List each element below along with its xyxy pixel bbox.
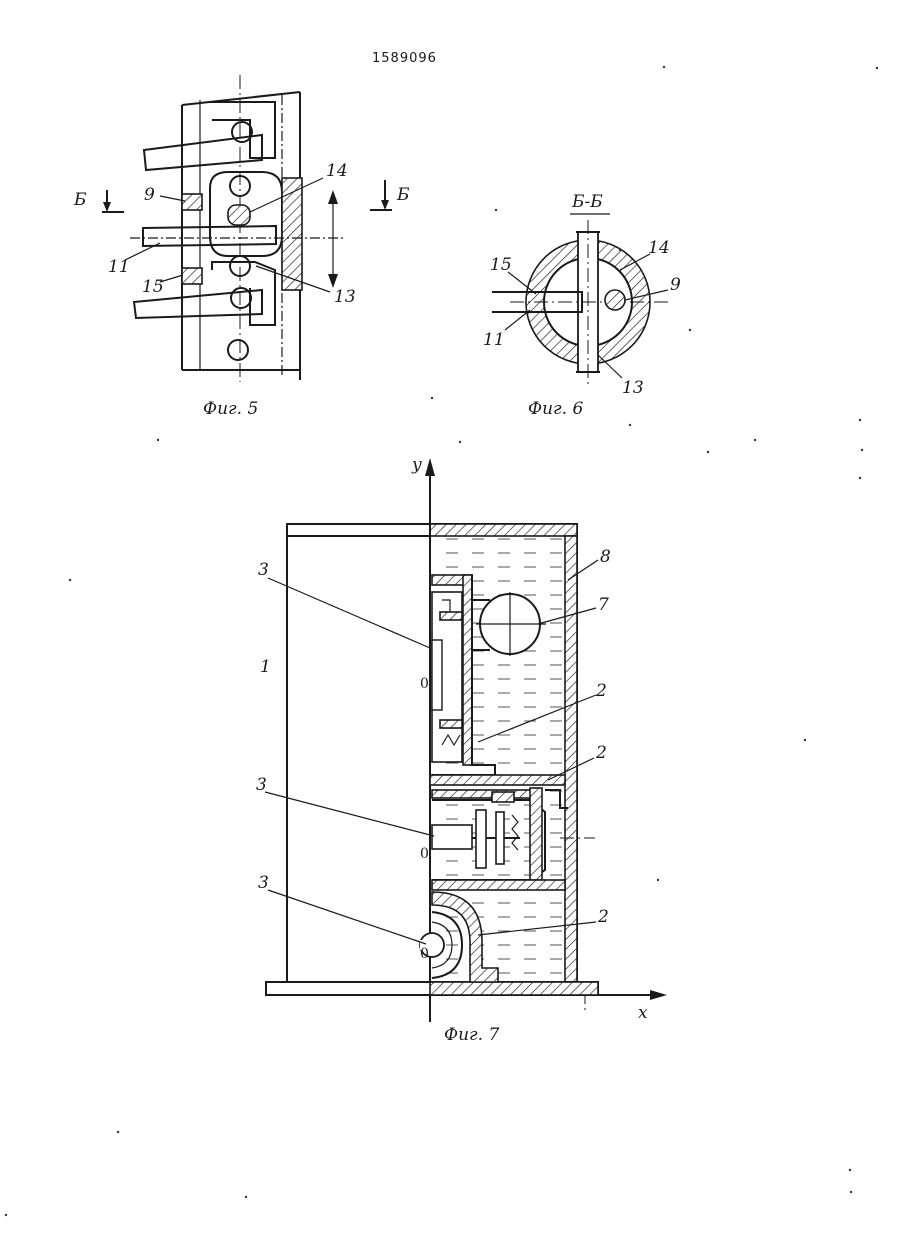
fig7-label-2-top: 2 — [595, 681, 607, 701]
fig6-label-11: 11 — [483, 330, 505, 350]
fig7-origin-0-mid: 0 — [420, 846, 429, 862]
fig7-origin-0-bottom: 0 — [420, 946, 429, 962]
fig5-section-right: Б — [396, 185, 410, 205]
fig7-piston — [496, 812, 504, 864]
figure-7: y x — [256, 455, 667, 1045]
patent-number: 1589096 — [372, 51, 437, 66]
fig5-upper-arm — [144, 135, 262, 170]
figure-6: Б-Б 15 11 14 9 13 Фиг. 6 — [483, 192, 681, 419]
fig6-section-title: Б-Б — [571, 192, 603, 212]
fig5-upper-link — [210, 102, 275, 158]
fig5-label-13: 13 — [334, 287, 356, 307]
fig7-middle-shelf — [430, 775, 565, 785]
fig7-label-8: 8 — [600, 547, 611, 567]
fig7-caption: Фиг. 7 — [444, 1025, 499, 1045]
fig6-pin-9 — [605, 290, 625, 310]
fig7-label-1: 1 — [260, 657, 271, 677]
figure-5: Б Б 9 14 11 15 13 Фиг. 5 — [73, 75, 410, 419]
fig7-label-3-bottom: 3 — [258, 873, 269, 893]
fig7-label-3-top: 3 — [258, 560, 269, 580]
fig7-origin-0-top: 0 — [420, 676, 429, 692]
fig6-caption: Фиг. 6 — [528, 399, 583, 419]
fig5-label-9: 9 — [144, 185, 155, 205]
fig5-label-14: 14 — [326, 161, 348, 181]
fig5-section-left: Б — [73, 190, 87, 210]
fig5-part-15 — [182, 268, 202, 284]
fig7-top-wall — [430, 524, 577, 536]
fig5-part-9 — [182, 194, 202, 210]
fig5-label-11: 11 — [108, 257, 130, 277]
fig6-label-15: 15 — [490, 255, 512, 275]
fig5-label-15: 15 — [142, 277, 164, 297]
fig5-pin-14 — [228, 205, 250, 225]
fig7-label-2-bottom: 2 — [597, 907, 609, 927]
fig7-right-wall — [565, 536, 577, 982]
fig7-axis-y-label: y — [411, 455, 422, 475]
fig6-label-9: 9 — [670, 275, 681, 295]
fig7-sensor-3-middle — [432, 825, 472, 849]
fig7-label-7: 7 — [598, 595, 609, 615]
fig6-label-13: 13 — [622, 378, 644, 398]
fig5-caption: Фиг. 5 — [203, 399, 258, 419]
fig7-axis-x-label: x — [638, 1003, 648, 1023]
fig6-label-14: 14 — [648, 238, 670, 258]
fig7-lower-shelf — [432, 880, 565, 890]
fig5-guide — [282, 178, 302, 290]
fig7-label-3-mid: 3 — [256, 775, 267, 795]
fig7-label-2-mid: 2 — [595, 743, 607, 763]
